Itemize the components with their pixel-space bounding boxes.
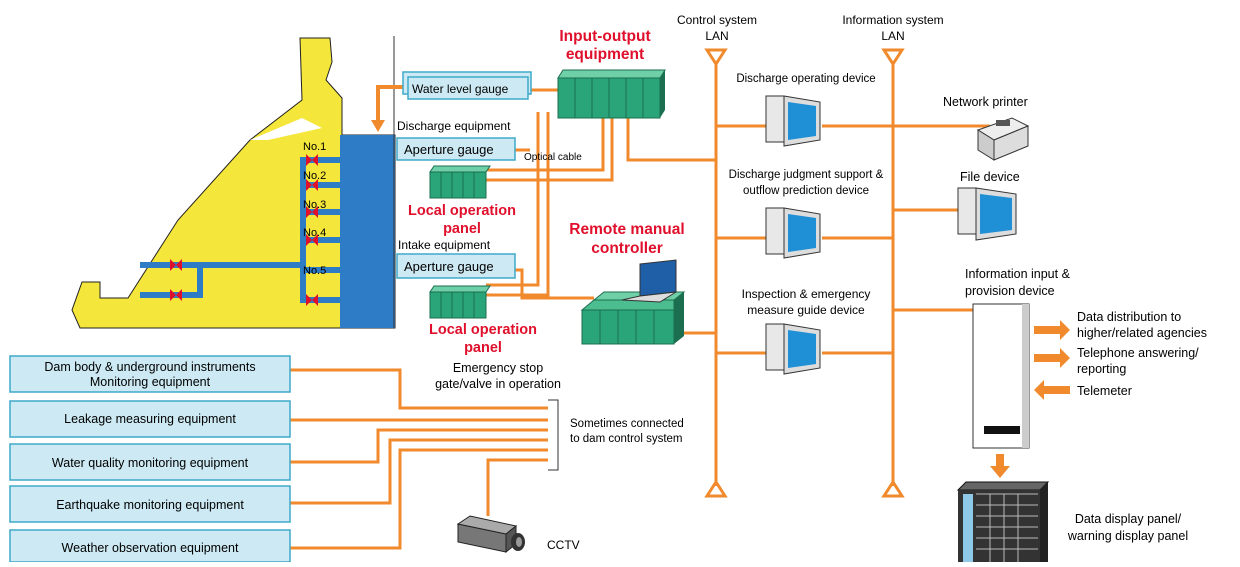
inspection-guide-label: measure guide device (747, 303, 865, 317)
valve-icon (306, 179, 318, 191)
emergency-stop-label: gate/valve in operation (435, 377, 561, 391)
dam-crest-white (250, 118, 322, 140)
gate-label: No.3 (303, 199, 326, 211)
info-lan-label: LAN (881, 29, 904, 43)
arrow-right-icon (1034, 320, 1070, 340)
local-operation-title: Local operation (408, 203, 516, 219)
valve-icons (170, 154, 318, 306)
water-quality-label: Water quality monitoring equipment (52, 456, 249, 470)
valve-icon (170, 259, 182, 271)
input-output-title: equipment (566, 46, 644, 63)
dam-body (71, 37, 396, 329)
gate-label: No.1 (303, 141, 326, 153)
dam-body-label: Dam body & underground instruments (44, 360, 255, 374)
monitor-boxes: Dam body & underground instruments Monit… (9, 355, 291, 563)
cctv-label: CCTV (547, 538, 580, 552)
provision-arrows (990, 320, 1070, 478)
display-panel-label: warning display panel (1067, 529, 1188, 543)
laptop-icon (639, 259, 677, 297)
data-display-panel (956, 481, 1050, 562)
telephone-label: reporting (1077, 362, 1126, 376)
file-device-pc (957, 187, 1017, 241)
aperture-gauge-label: Aperture gauge (404, 259, 494, 274)
labels: Input-output equipment Control system LA… (397, 13, 1207, 552)
cables (290, 62, 990, 550)
weather-label: Weather observation equipment (62, 541, 239, 555)
valve-icon (306, 154, 318, 166)
inspection-guide-label: Inspection & emergency (742, 287, 871, 301)
info-input-label: Information input & (965, 267, 1071, 281)
printer-icon (976, 117, 1030, 161)
local-operation-title: panel (443, 221, 481, 237)
reservoir (340, 135, 395, 328)
remote-manual-title: controller (591, 240, 662, 257)
data-distribution-label: higher/related agencies (1077, 326, 1207, 340)
control-lan-label: LAN (705, 29, 728, 43)
arrow-right-icon (1034, 348, 1070, 368)
valve-icon (170, 289, 182, 301)
network-printer-label: Network printer (943, 95, 1028, 109)
lan-terminators (704, 48, 905, 498)
data-distribution-label: Data distribution to (1077, 310, 1181, 324)
optical-cable-label: Optical cable (524, 152, 582, 163)
input-output-title: Input-output (559, 28, 650, 45)
info-provision-device (972, 303, 1030, 449)
dam-structure: No.1 No.2 No.3 No.4 No.5 (71, 36, 403, 329)
sometimes-connected-label: Sometimes connected (570, 418, 684, 430)
valve-icon (306, 206, 318, 218)
gauge-boxes: Water level gauge Aperture gauge Apertur… (396, 71, 532, 279)
judgment-support-label: outflow prediction device (743, 185, 869, 197)
info-lan-label: Information system (842, 13, 943, 27)
file-device-label: File device (960, 170, 1020, 184)
water-level-gauge-label: Water level gauge (412, 82, 509, 96)
local-operation-panel-2 (429, 285, 491, 319)
cctv-camera-icon (456, 515, 525, 554)
emergency-stop-label: Emergency stop (453, 361, 543, 375)
discharge-operating-pc (765, 95, 821, 147)
gate-label: No.5 (303, 265, 326, 277)
input-output-equipment (557, 69, 666, 119)
judgment-support-pc (765, 207, 821, 259)
gate-label: No.4 (303, 227, 326, 239)
valve-icon (306, 234, 318, 246)
remote-manual-title: Remote manual (569, 221, 684, 238)
sometimes-connected-label: to dam control system (570, 433, 682, 445)
info-input-label: provision device (965, 284, 1055, 298)
control-lan-label: Control system (677, 13, 757, 27)
dam-body-label: Monitoring equipment (90, 375, 211, 389)
inspection-guide-pc (765, 323, 821, 375)
discharge-operating-label: Discharge operating device (736, 73, 875, 85)
local-operation-title: panel (464, 340, 502, 356)
local-operation-title: Local operation (429, 322, 537, 338)
arrow-left-icon (1034, 380, 1070, 400)
leakage-label: Leakage measuring equipment (64, 412, 236, 426)
intake-equipment-label: Intake equipment (398, 238, 491, 252)
discharge-equipment-label: Discharge equipment (397, 119, 511, 133)
valve-icon (306, 294, 318, 306)
display-panel-label: Data display panel/ (1075, 512, 1182, 526)
telemeter-label: Telemeter (1077, 384, 1132, 398)
judgment-support-label: Discharge judgment support & (729, 169, 884, 181)
aperture-gauge-label: Aperture gauge (404, 142, 494, 157)
gate-label: No.2 (303, 170, 326, 182)
remote-manual-controller (580, 259, 686, 345)
local-operation-panel-1 (429, 165, 491, 199)
telephone-label: Telephone answering/ (1077, 346, 1199, 360)
arrow-down-icon (990, 454, 1010, 478)
earthquake-label: Earthquake monitoring equipment (56, 498, 244, 512)
connection-bracket (548, 399, 559, 471)
